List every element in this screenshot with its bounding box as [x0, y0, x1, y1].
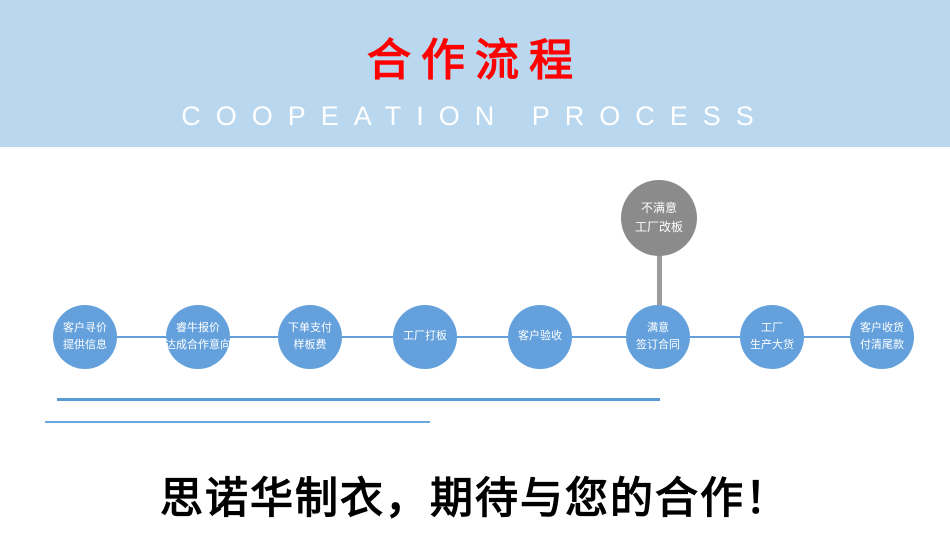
- flow-step-label: 睿牛报价: [176, 321, 220, 334]
- flow-step-label: 提供信息: [63, 339, 107, 351]
- flow-step-6: 满意 签订合同: [626, 305, 690, 369]
- flow-step-7: 工厂 生产大货: [740, 305, 804, 369]
- flow-step-5: 客户验收: [508, 305, 572, 369]
- flow-connector-5: [572, 336, 626, 338]
- flow-step-label: 客户验收: [518, 330, 562, 343]
- flow-step-label: 下单支付: [288, 321, 332, 334]
- flow-step-label: 签订合同: [636, 339, 680, 351]
- flow-connector-3: [342, 336, 393, 338]
- flow-step-label: 达成合作意向: [165, 339, 231, 351]
- flow-connector-6: [690, 336, 740, 338]
- flow-step-label: 满意: [647, 321, 669, 334]
- flow-step-8: 客户收货 付清尾款: [850, 305, 914, 369]
- flow-connector-2: [230, 336, 278, 338]
- underline-rule-long: [57, 398, 660, 401]
- flow-step-label: 付清尾款: [860, 339, 904, 351]
- flow-step-4: 工厂打板: [393, 305, 457, 369]
- flow-step-label: 工厂打板: [403, 330, 447, 343]
- underline-rule-short: [45, 421, 430, 423]
- flow-connector-4: [457, 336, 508, 338]
- footer-slogan: 思诺华制衣，期待与您的合作！: [160, 475, 790, 523]
- flow-branch-rework: 不满意 工厂改板: [621, 180, 697, 256]
- flow-step-label: 工厂: [761, 321, 783, 334]
- flow-step-label: 客户收货: [860, 321, 904, 334]
- flow-branch-label: 工厂改板: [634, 220, 683, 234]
- flow-step-label: 客户寻价: [63, 321, 107, 334]
- flow-step-label: 样板费: [293, 339, 327, 351]
- flow-step-3: 下单支付 样板费: [278, 305, 342, 369]
- flow-connector-7: [804, 336, 850, 338]
- flow-step-2: 睿牛报价 达成合作意向: [165, 305, 231, 369]
- flow-connector-1: [117, 336, 166, 338]
- flow-branch-label: 不满意: [640, 201, 677, 216]
- branch-connector-line: [657, 254, 662, 307]
- banner: 合作流程 COOPEATION PROCESS: [0, 0, 950, 147]
- banner-subtitle: COOPEATION PROCESS: [181, 101, 769, 131]
- banner-title: 合作流程: [367, 36, 583, 85]
- flow-step-label: 生产大货: [750, 339, 794, 351]
- flow-step-1: 客户寻价 提供信息: [53, 305, 117, 369]
